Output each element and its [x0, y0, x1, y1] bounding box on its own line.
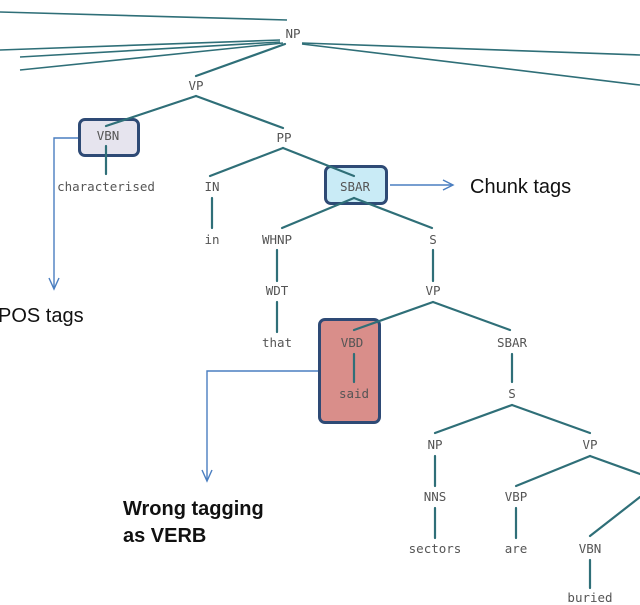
- edge-root-d: [19, 42, 284, 71]
- edge-right-vbn: [588, 495, 640, 538]
- wrong-tagging-label: Wrong tagging as VERB: [123, 496, 264, 550]
- wrong-tagging-line-2: as VERB: [123, 525, 207, 547]
- edge-np-vp: [194, 42, 287, 78]
- word-buried: buried: [567, 589, 613, 605]
- edge-pp-sbar: [281, 146, 356, 178]
- node-nns: NNS: [423, 488, 447, 504]
- node-sbar-2: SBAR: [496, 334, 528, 350]
- word-characterised: characterised: [57, 178, 155, 194]
- edge-vp3-vbp: [514, 454, 592, 488]
- node-vbp: VBP: [504, 488, 528, 504]
- node-vp: VP: [188, 77, 204, 93]
- edge-sbar-s: [352, 196, 434, 230]
- node-vp-2: VP: [425, 282, 441, 298]
- edge-root-b: [0, 39, 281, 51]
- node-in: IN: [204, 178, 220, 194]
- node-vp-3: VP: [582, 436, 598, 452]
- node-s: S: [429, 231, 437, 247]
- edge-vp3-right: [588, 454, 640, 476]
- edge-root-f: [301, 43, 640, 86]
- edge-vp-vbd: [352, 300, 435, 332]
- node-wdt: WDT: [265, 282, 289, 298]
- edge-vp-vbn: [104, 94, 198, 128]
- pos-tags-label: POS tags: [0, 305, 84, 327]
- node-vbn-2: VBN: [578, 540, 602, 556]
- node-np-root: NP: [285, 25, 301, 41]
- node-sbar: SBAR: [339, 178, 371, 194]
- edge-s2-vp: [510, 403, 592, 435]
- wrong-tagging-arrow: [201, 370, 318, 483]
- chunk-tags-label: Chunk tags: [470, 176, 572, 198]
- edge-vp-sbar: [431, 300, 512, 332]
- edge-root-c: [19, 41, 281, 58]
- chunk-tags-arrow: [390, 179, 455, 191]
- word-sectors: sectors: [408, 540, 462, 556]
- word-said: said: [338, 385, 370, 401]
- node-vbn: VBN: [96, 127, 120, 143]
- pos-tags-arrow: [48, 137, 78, 291]
- node-s-2: S: [508, 385, 516, 401]
- edge-s2-np: [433, 403, 514, 435]
- edge-root-a: [0, 11, 288, 21]
- word-are: are: [504, 540, 528, 556]
- word-that: that: [261, 334, 293, 350]
- node-np-2: NP: [427, 436, 443, 452]
- word-in: in: [204, 231, 220, 247]
- edge-root-e: [301, 42, 640, 56]
- node-vbd: VBD: [340, 334, 364, 350]
- wrong-tagging-line-1: Wrong tagging: [123, 498, 264, 520]
- node-pp: PP: [276, 129, 292, 145]
- edge-pp-in: [208, 146, 285, 178]
- edge-sbar-whnp: [280, 196, 356, 230]
- vbd-wrong-highlight: [318, 318, 381, 424]
- node-whnp: WHNP: [261, 231, 293, 247]
- edge-vp-pp: [194, 94, 285, 130]
